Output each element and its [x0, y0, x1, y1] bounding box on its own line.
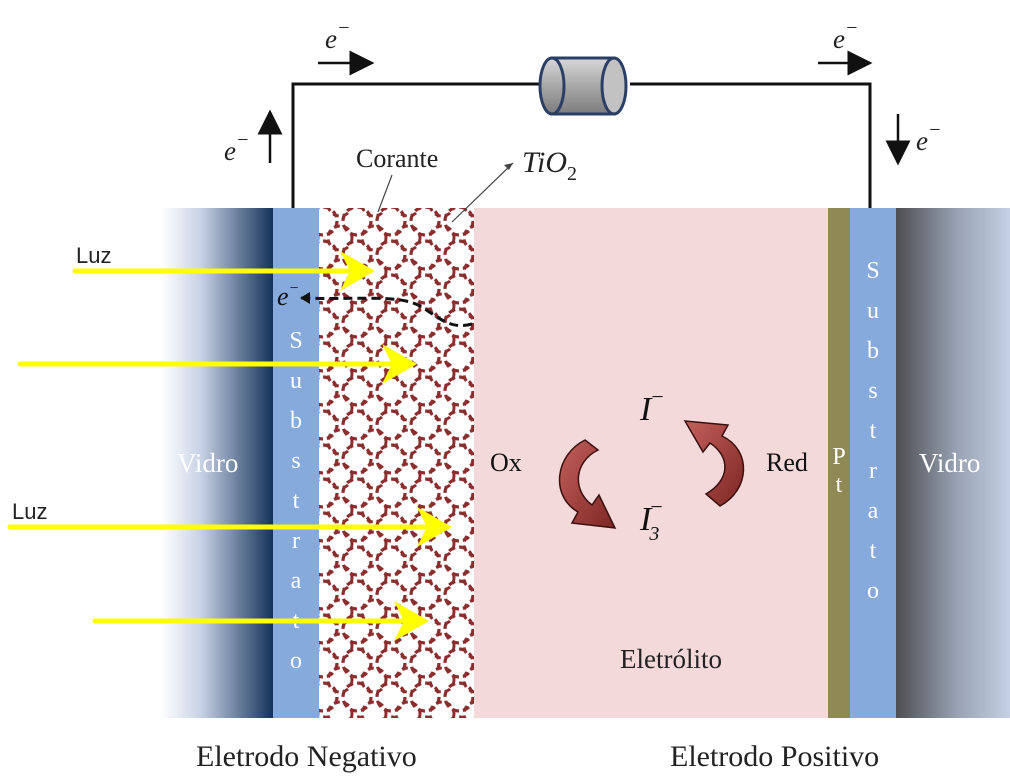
vertical-letter: u: [867, 298, 879, 324]
vertical-letter: o: [290, 648, 302, 674]
svg-text:e−: e−: [224, 129, 249, 166]
glass-right: [896, 208, 1010, 718]
negative-electrode-label: Eletrodo Negativo: [196, 740, 417, 773]
external-circuit: [291, 82, 872, 208]
oxidation-label: Ox: [490, 448, 522, 477]
svg-text:e−: e−: [916, 119, 941, 156]
vertical-letter: b: [290, 408, 302, 434]
substrate-left: [273, 208, 319, 718]
svg-text:TiO2: TiO2: [522, 146, 577, 185]
svg-text:e−: e−: [325, 17, 350, 54]
electron-flow-right: e−: [885, 114, 941, 166]
glass-left-label: Vidro: [177, 448, 238, 478]
electrolyte-region: [474, 208, 828, 718]
triiodide-label: I3−: [639, 494, 663, 545]
vertical-letter: a: [868, 498, 879, 524]
vertical-letter: a: [291, 568, 302, 594]
substrate-right: [850, 208, 896, 718]
vertical-letter: r: [292, 528, 300, 554]
platinum-layer: [828, 208, 850, 718]
vertical-letter: t: [293, 488, 300, 514]
positive-electrode-label: Eletrodo Positivo: [670, 740, 879, 773]
reduction-arrow: [683, 420, 745, 507]
vertical-letter: u: [290, 368, 302, 394]
vertical-letter: t: [870, 418, 877, 444]
vertical-letter: S: [289, 328, 302, 354]
svg-text:Corante: Corante: [356, 144, 438, 173]
vertical-letter: S: [866, 258, 879, 284]
vertical-letter: P: [832, 444, 845, 470]
electrolyte-label: Eletrólito: [620, 644, 722, 674]
electron-flow-top-right: e−: [818, 17, 873, 76]
platinum-label: Pt: [832, 444, 845, 498]
iodide-label: I−: [639, 384, 664, 428]
svg-text:e−: e−: [833, 17, 858, 54]
vertical-letter: o: [867, 578, 879, 604]
vertical-letter: t: [870, 538, 877, 564]
vertical-letter: r: [869, 458, 877, 484]
electron-injection-path: e−: [277, 280, 473, 327]
reduction-label: Red: [766, 448, 808, 477]
vertical-letter: s: [868, 378, 877, 404]
redox-cycle: I− I3− Ox Red: [490, 384, 808, 545]
circuit-wire: [291, 82, 540, 208]
tio2-callout: TiO2: [451, 146, 577, 223]
resistor-icon: [538, 56, 628, 116]
light-label-bottom: Luz: [12, 499, 47, 524]
vertical-letter: t: [836, 472, 843, 498]
oxidation-arrow: [558, 439, 617, 529]
vertical-letter: b: [867, 338, 879, 364]
electron-flow-top-left: e−: [318, 17, 375, 76]
corante-callout: Corante: [356, 144, 438, 213]
light-label-top: Luz: [76, 243, 111, 268]
circuit-wire-right: [630, 82, 872, 208]
electron-flow-left: e−: [224, 109, 283, 166]
light-rays: [7, 251, 452, 641]
glass-right-label: Vidro: [919, 448, 980, 478]
svg-text:e−: e−: [277, 280, 299, 311]
glass-left: [161, 208, 273, 718]
vertical-letter: s: [291, 448, 300, 474]
